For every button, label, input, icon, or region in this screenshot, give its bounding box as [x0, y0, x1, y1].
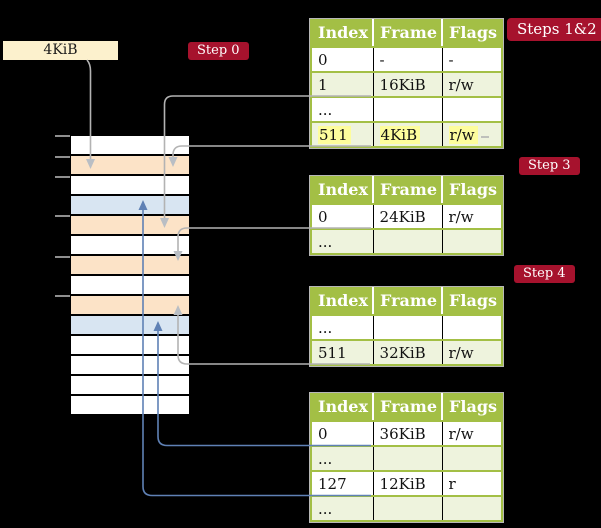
badge-step-0: Step 0 — [188, 42, 249, 60]
table-row: ... — [311, 97, 503, 123]
table-header-row: Index Frame Flags — [311, 288, 503, 316]
table-row: 0 24KiB r/w — [311, 204, 503, 230]
col-header-frame: Frame — [373, 177, 444, 205]
table-header-row: Index Frame Flags — [311, 394, 503, 422]
table-row: ... — [311, 496, 503, 522]
frame-box-label: 4KiB — [43, 42, 78, 58]
memory-row — [71, 336, 189, 356]
memory-row — [71, 136, 189, 156]
tick-mark — [55, 176, 70, 178]
memory-row — [71, 236, 189, 256]
table-row: 511 32KiB r/w — [311, 340, 503, 366]
memory-row — [71, 316, 189, 336]
memory-row — [71, 256, 189, 276]
table-header-row: Index Frame Flags — [311, 177, 503, 205]
table-row: 127 12KiB r — [311, 471, 503, 497]
col-header-frame: Frame — [373, 20, 444, 48]
memory-row — [71, 216, 189, 236]
frame-box-4kib: 4KiB — [3, 41, 118, 60]
table-row: ... — [311, 315, 503, 341]
memory-row — [71, 196, 189, 216]
highlighted-value: 511 — [318, 125, 351, 144]
table-row: 0 - - — [311, 47, 503, 73]
col-header-index: Index — [311, 394, 375, 422]
col-header-frame: Frame — [373, 288, 444, 316]
table-row-highlighted: 511 4KiB r/w — [311, 122, 503, 148]
col-header-frame: Frame — [373, 394, 444, 422]
table-row: 1 16KiB r/w — [311, 72, 503, 98]
badge-step-3: Step 3 — [519, 157, 580, 175]
memory-row — [71, 156, 189, 176]
page-table-steps-1-2: Index Frame Flags 0 - - 1 16KiB r/w ... … — [310, 19, 504, 148]
memory-row — [71, 376, 189, 396]
highlighted-value: 4KiB — [379, 125, 421, 144]
highlighted-value: r/w — [448, 125, 478, 144]
tick-mark — [55, 215, 70, 217]
badge-step-4: Step 4 — [514, 265, 575, 283]
tick-mark — [55, 256, 70, 258]
memory-row — [71, 396, 189, 416]
table-row: ... — [311, 446, 503, 472]
memory-row — [71, 176, 189, 196]
col-header-flags: Flags — [442, 288, 503, 316]
memory-row — [71, 276, 189, 296]
tick-mark — [55, 295, 70, 297]
col-header-index: Index — [311, 177, 375, 205]
col-header-flags: Flags — [442, 394, 503, 422]
memory-row — [71, 296, 189, 316]
badge-steps-1-2: Steps 1&2 — [507, 18, 601, 41]
page-table-final: Index Frame Flags 0 36KiB r/w ... 127 12… — [310, 393, 504, 522]
table-row: ... — [311, 229, 503, 255]
col-header-index: Index — [311, 20, 375, 48]
table-header-row: Index Frame Flags — [311, 20, 503, 48]
memory-stack — [71, 136, 189, 416]
page-table-step-4: Index Frame Flags ... 511 32KiB r/w — [310, 287, 504, 366]
table-row: 0 36KiB r/w — [311, 421, 503, 447]
col-header-flags: Flags — [442, 177, 503, 205]
memory-row — [71, 356, 189, 376]
col-header-index: Index — [311, 288, 375, 316]
tick-mark — [55, 135, 70, 137]
page-table-step-3: Index Frame Flags 0 24KiB r/w ... — [310, 176, 504, 255]
col-header-flags: Flags — [442, 20, 503, 48]
tick-mark — [55, 156, 70, 158]
